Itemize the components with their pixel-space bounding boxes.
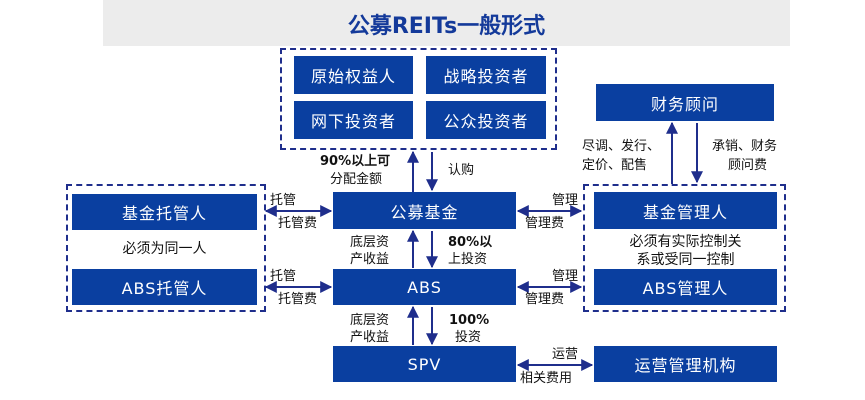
- page-title: 公募REITs一般形式: [347, 14, 546, 39]
- manage-label-1: 管理: [552, 193, 579, 208]
- related-fees-label: 相关费用: [520, 371, 573, 386]
- subscribe-label: 认购: [448, 163, 475, 178]
- pct90-label-line2: 分配金额: [330, 172, 383, 187]
- control-relation-note-line1: 必须有实际控制关: [629, 234, 742, 250]
- pct100-label-line2: 投资: [455, 330, 482, 345]
- title-bar: 公募REITs一般形式: [103, 0, 790, 46]
- fund-manager-box: 基金管理人: [594, 192, 777, 229]
- abs-manager-box: ABS管理人: [594, 269, 777, 305]
- underlying-income-2-line1: 底层资: [350, 313, 390, 328]
- underwriting-label-line2: 顾问费: [728, 158, 768, 173]
- fund-custodian-box: 基金托管人: [72, 194, 257, 230]
- underlying-income-2-line2: 产收益: [350, 330, 390, 345]
- pct80-label-line2: 上投资: [448, 252, 488, 267]
- pct90-label-line1: 90%以上可: [320, 154, 391, 169]
- custody-fee-label-1: 托管费: [278, 216, 318, 231]
- underwriting-label-line1: 承销、财务: [712, 139, 778, 154]
- manage-fee-label-2: 管理费: [525, 292, 565, 307]
- abs-custodian-box: ABS托管人: [72, 269, 257, 305]
- manage-fee-label-1: 管理费: [525, 216, 565, 231]
- due-diligence-label-line1: 尽调、发行、: [582, 139, 661, 154]
- manager-group: [583, 184, 786, 312]
- custodian-group: [66, 184, 266, 312]
- control-relation-note-line2: 系或受同一控制: [636, 252, 735, 268]
- custody-fee-label-2: 托管费: [278, 292, 318, 307]
- due-diligence-label-line2: 定价、配售: [582, 158, 648, 173]
- spv-box: SPV: [333, 346, 516, 382]
- strategic-investor-box: 战略投资者: [426, 56, 546, 94]
- abs-box: ABS: [333, 269, 516, 305]
- same-entity-note: 必须为同一人: [122, 241, 207, 257]
- operation-agency-box: 运营管理机构: [594, 346, 777, 382]
- underlying-income-1-line1: 底层资: [350, 235, 390, 250]
- original-equity-holder-box: 原始权益人: [294, 56, 413, 94]
- custody-label-2: 托管: [270, 269, 297, 284]
- pct80-label-line1: 80%以: [448, 235, 493, 250]
- custody-label-1: 托管: [270, 193, 297, 208]
- investors-group: [280, 48, 557, 150]
- offline-investor-box: 网下投资者: [294, 101, 413, 139]
- public-fund-box: 公募基金: [333, 192, 516, 229]
- pct100-label-line1: 100%: [449, 313, 490, 328]
- financial-advisor-box: 财务顾问: [596, 84, 774, 121]
- public-investor-box: 公众投资者: [426, 101, 546, 139]
- underlying-income-1-line2: 产收益: [350, 252, 390, 267]
- manage-label-2: 管理: [552, 269, 579, 284]
- operation-label: 运营: [552, 347, 579, 362]
